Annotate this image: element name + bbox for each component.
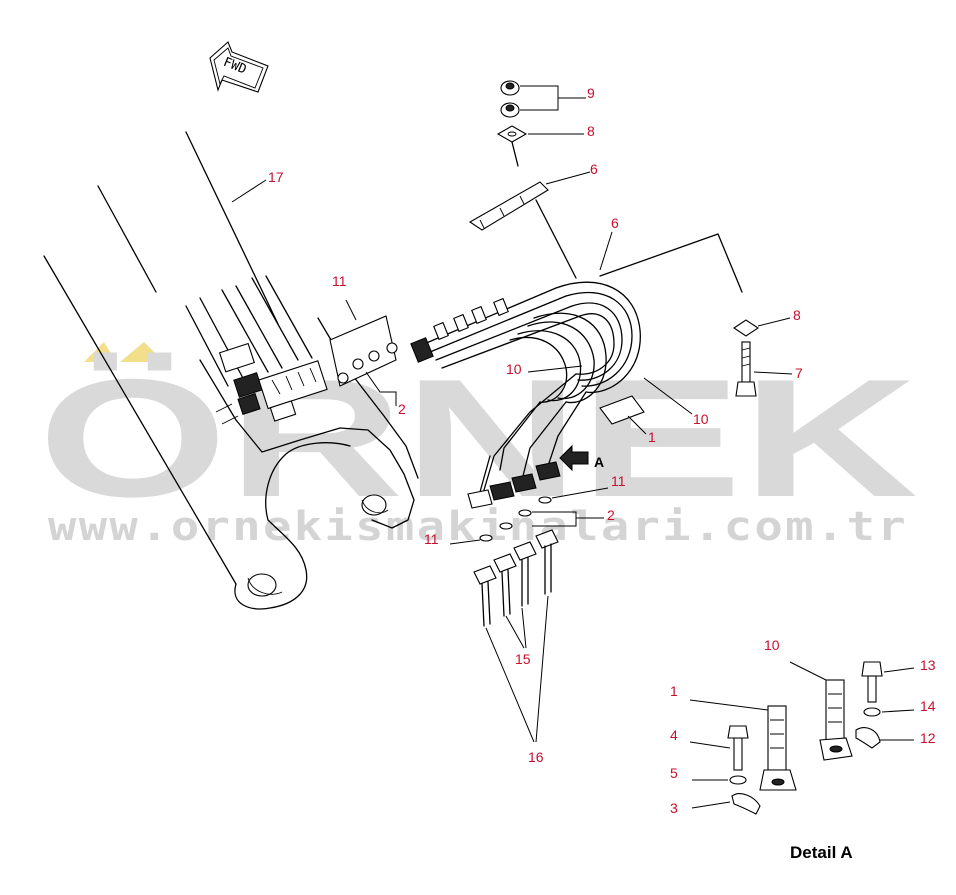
washer-14 xyxy=(863,707,881,717)
view-arrow-icon xyxy=(559,444,589,472)
callout-3: 3 xyxy=(670,800,678,816)
watermark-url: www.ornekismakinalari.com.tr xyxy=(48,504,908,550)
washer-upper xyxy=(496,125,528,143)
callout-6: 6 xyxy=(611,215,619,231)
boom-clamp-plate xyxy=(329,315,397,387)
bolt-4 xyxy=(733,737,743,771)
view-arrow-label: A xyxy=(594,454,604,470)
washer-right xyxy=(733,319,759,337)
callout-14: 14 xyxy=(920,698,936,714)
clamp-3 xyxy=(731,793,761,815)
leader-lines xyxy=(231,85,915,809)
callout-11: 11 xyxy=(611,473,626,489)
callout-2: 2 xyxy=(398,401,406,417)
boom-pin-hole-lower xyxy=(247,573,277,597)
callout-10: 10 xyxy=(764,637,780,653)
o-ring-1 xyxy=(538,496,552,504)
callout-10: 10 xyxy=(693,411,709,427)
callout-2: 2 xyxy=(607,507,615,523)
o-ring-3 xyxy=(499,522,513,530)
detail-a: Detail A xyxy=(727,661,883,862)
callout-4: 4 xyxy=(670,727,678,743)
callout-15: 15 xyxy=(515,651,531,667)
pipe-flanges xyxy=(467,461,561,509)
o-ring-4 xyxy=(479,534,493,542)
pipe-fitting-left xyxy=(410,337,434,363)
bolt-13 xyxy=(861,661,883,677)
loose-parts-group xyxy=(473,496,559,627)
callout-13: 13 xyxy=(920,657,936,673)
detail-label: Detail A xyxy=(790,843,853,862)
boom-pin-hole-upper xyxy=(361,494,387,516)
boom-assembly xyxy=(43,131,419,610)
callout-1: 1 xyxy=(648,429,656,445)
top-clamp-group xyxy=(468,80,759,397)
clamp-bar-upper xyxy=(468,181,549,231)
callout-9: 9 xyxy=(587,85,595,101)
watermark-accent-right xyxy=(120,342,164,362)
loop-clamp xyxy=(599,395,645,425)
callout-1: 1 xyxy=(670,683,678,699)
callout-16: 16 xyxy=(528,749,544,765)
callout-17: 17 xyxy=(268,169,284,185)
callout-5: 5 xyxy=(670,765,678,781)
o-ring-2 xyxy=(518,509,532,517)
callout-10: 10 xyxy=(506,361,522,377)
boom-valve-block xyxy=(215,342,328,425)
pipe-assembly: A xyxy=(410,281,645,509)
callout-11: 11 xyxy=(332,273,347,289)
fwd-arrow-icon: FWD xyxy=(209,41,269,93)
callout-12: 12 xyxy=(920,730,936,746)
callout-8: 8 xyxy=(793,307,801,323)
callout-7: 7 xyxy=(795,365,803,381)
callout-11: 11 xyxy=(424,531,439,547)
callout-6: 6 xyxy=(590,161,598,177)
callout-numbers: 9 8 6 6 17 11 2 8 7 10 10 1 11 2 11 15 1… xyxy=(268,85,936,816)
washer-5 xyxy=(729,775,747,785)
callout-8: 8 xyxy=(587,123,595,139)
clamp-12 xyxy=(855,727,881,749)
